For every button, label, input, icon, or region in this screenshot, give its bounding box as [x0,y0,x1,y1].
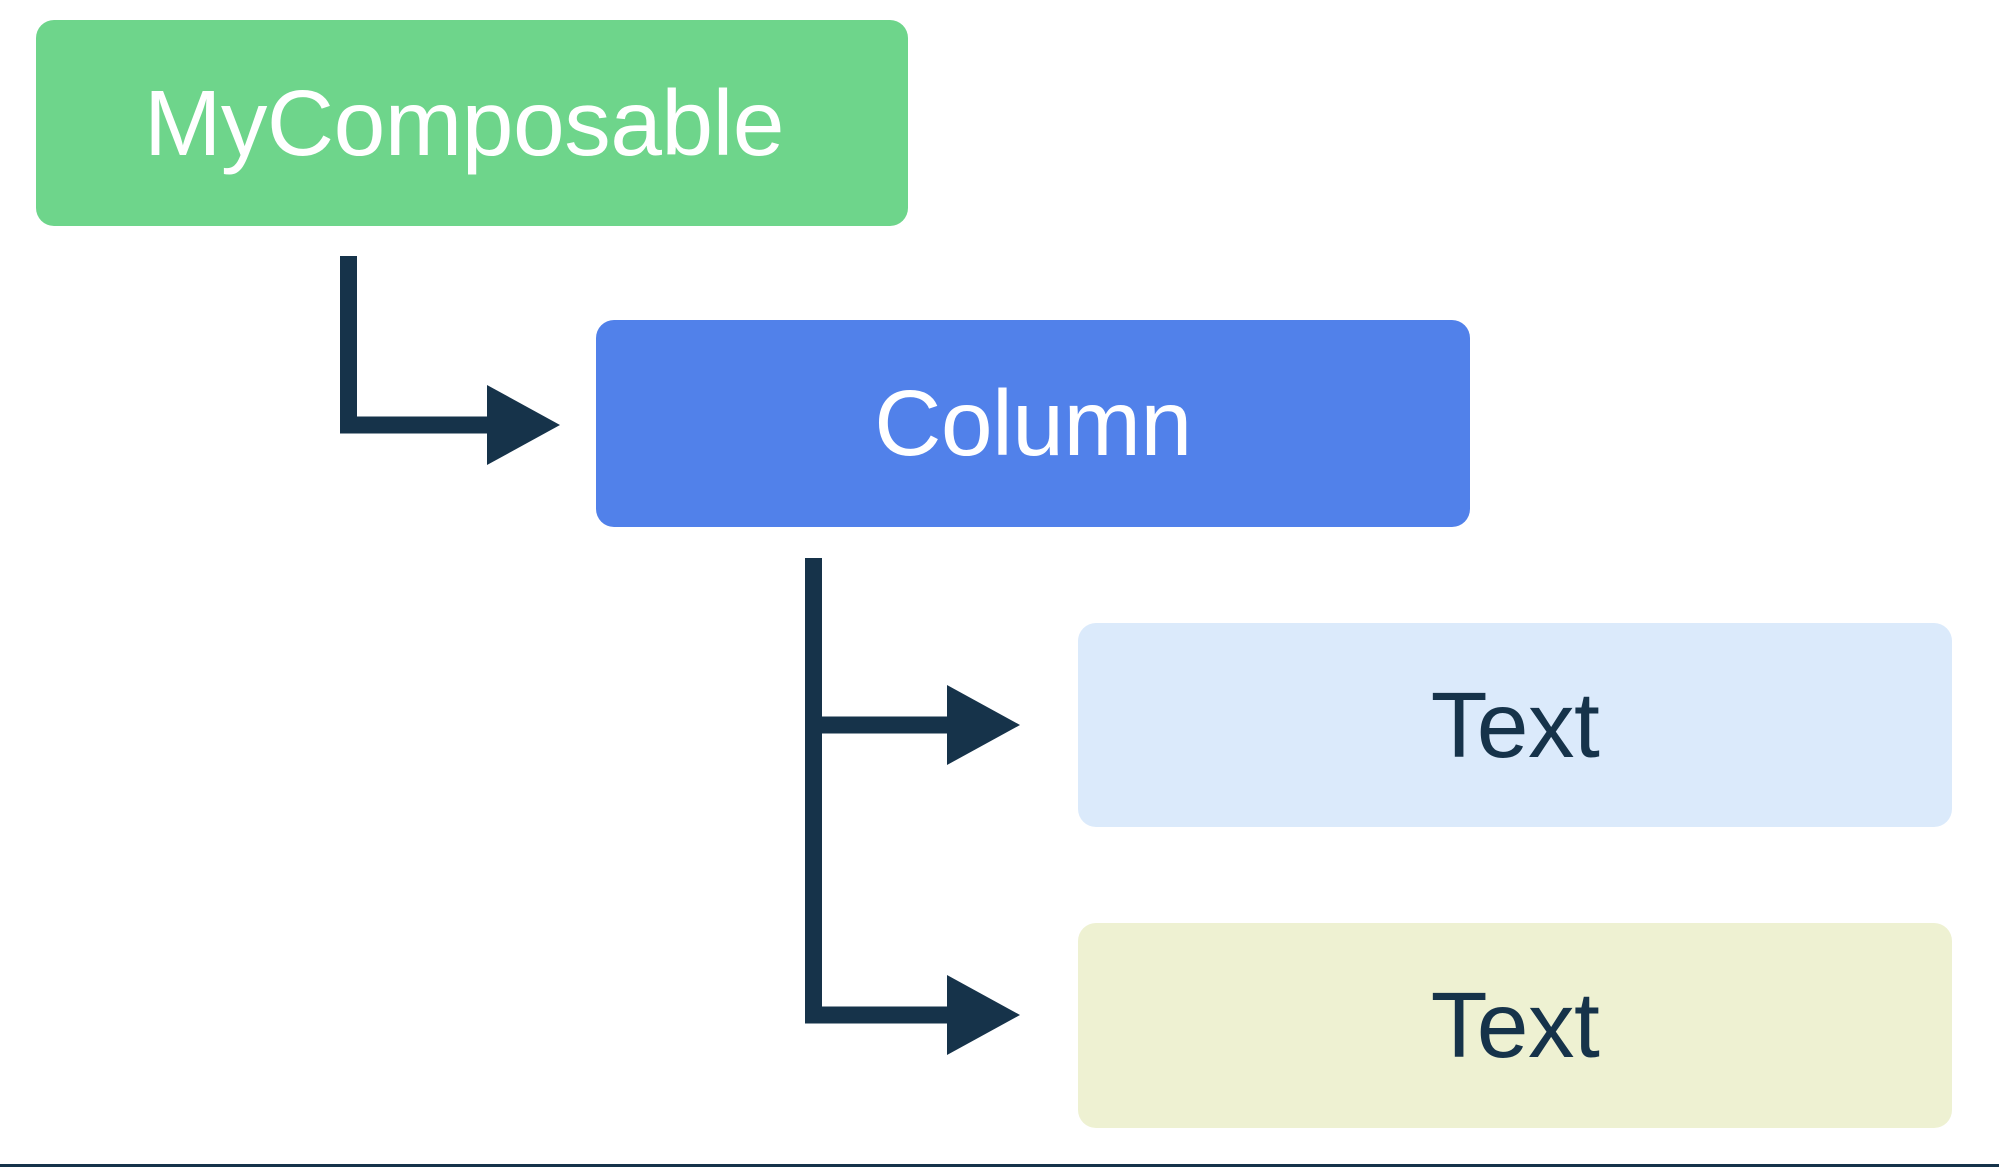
bottom-divider [0,1164,1999,1167]
node-my-composable[interactable]: MyComposable [36,20,908,226]
edge-root-to-column [340,256,560,465]
node-my-composable-label: MyComposable [143,70,785,175]
edge-root-to-column-arrowhead [487,385,560,465]
edge-column-to-text-1 [805,558,1020,765]
node-text-second[interactable]: Text [1078,923,1952,1128]
edge-column-to-text-2-arrowhead [947,975,1020,1055]
edge-column-to-text-2-line [805,558,947,1024]
node-text-first[interactable]: Text [1078,623,1952,827]
node-column-label: Column [874,371,1192,475]
edge-column-to-text-1-line [805,558,947,734]
node-column[interactable]: Column [596,320,1470,527]
node-text-second-label: Text [1430,973,1600,1077]
edge-root-to-column-line [340,256,487,434]
node-text-first-label: Text [1430,672,1600,777]
edge-column-to-text-1-arrowhead [947,685,1020,765]
edge-column-to-text-2 [805,558,1020,1055]
